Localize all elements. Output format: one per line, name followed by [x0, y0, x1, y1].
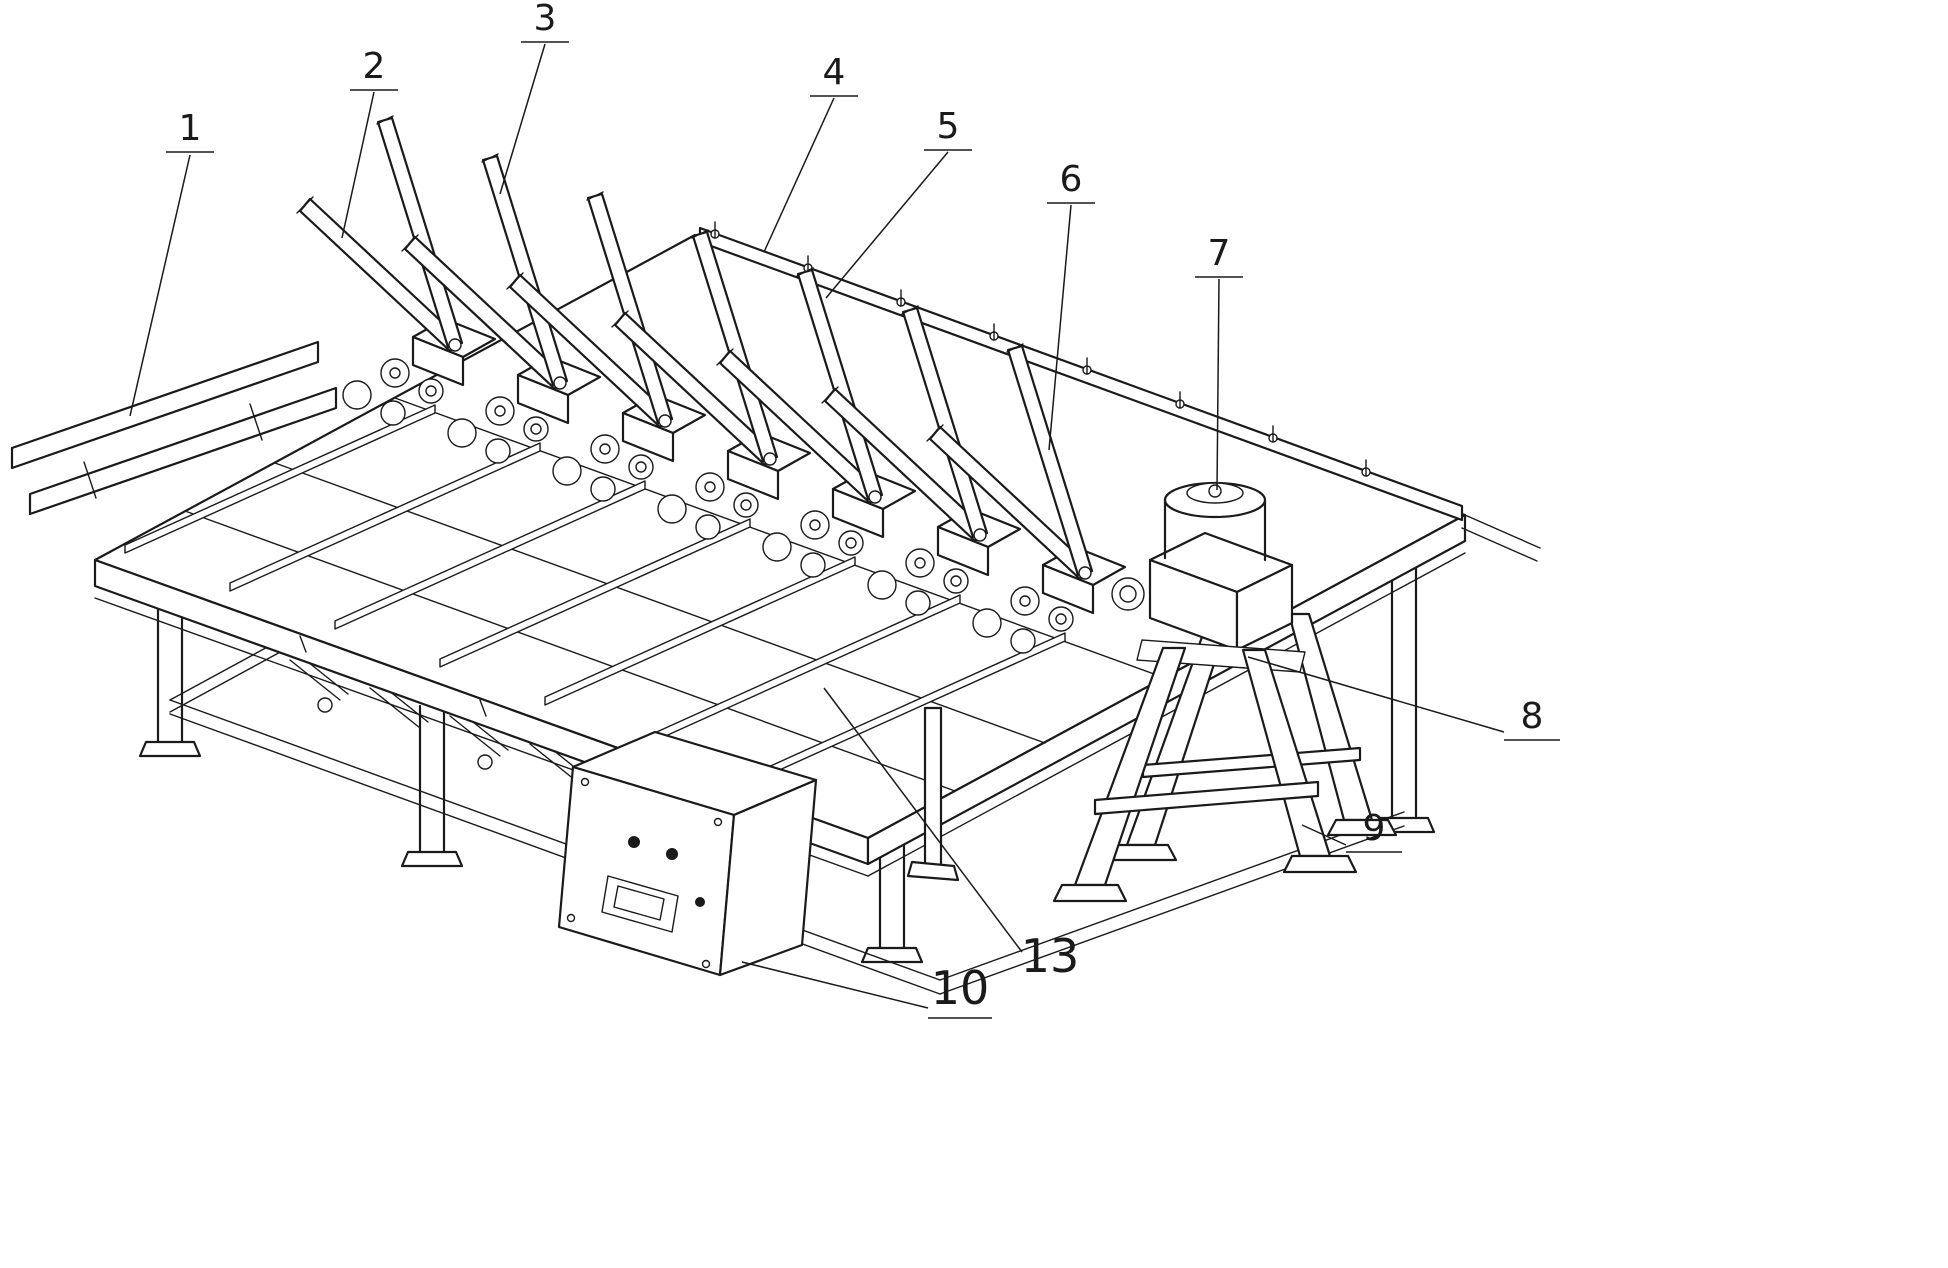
callout-7: 7 — [1195, 233, 1243, 491]
leader-line — [741, 961, 929, 1009]
support-post — [906, 706, 960, 882]
callout-label: 10 — [931, 961, 990, 1015]
table-leg-front-mid — [860, 828, 924, 964]
leader-line — [1216, 278, 1220, 491]
leader-line — [341, 91, 375, 239]
stand-front-frame — [1052, 646, 1358, 903]
leader-line — [1247, 656, 1505, 733]
callout-9: 9 — [1301, 808, 1402, 853]
callout-label: 1 — [179, 108, 202, 149]
coupling-disc — [1111, 577, 1145, 611]
table-leg-front-left — [400, 704, 464, 868]
leader-line — [1048, 204, 1072, 451]
control-box-side — [718, 778, 818, 977]
table-leg-right — [1372, 546, 1436, 834]
callout-5: 5 — [825, 106, 972, 299]
callout-label: 8 — [1521, 696, 1544, 737]
infeed-rails — [10, 340, 338, 516]
indicator-light — [628, 836, 640, 848]
leader-line — [1301, 824, 1347, 846]
leader-line — [129, 154, 191, 417]
stand-rear-frame — [1106, 610, 1398, 862]
callout-2: 2 — [341, 46, 398, 239]
callout-1: 1 — [129, 108, 214, 417]
leader-line — [499, 43, 546, 195]
control-box — [557, 730, 818, 977]
callout-label: 9 — [1363, 808, 1386, 849]
callout-label: 2 — [363, 46, 386, 87]
leader-line — [825, 151, 949, 299]
indicator-light — [666, 848, 678, 860]
callout-label: 6 — [1060, 159, 1083, 200]
callout-label: 13 — [1021, 929, 1080, 983]
leader-line — [763, 97, 835, 253]
callout-13: 13 — [823, 687, 1080, 983]
callout-4: 4 — [763, 52, 858, 253]
callout-label: 4 — [823, 52, 846, 93]
callout-label: 3 — [534, 0, 557, 39]
callout-label: 7 — [1208, 233, 1231, 274]
leader-line — [823, 687, 1023, 953]
callout-label: 5 — [937, 106, 960, 147]
callout-3: 3 — [499, 0, 569, 195]
panel-button — [695, 897, 705, 907]
callout-10: 10 — [741, 961, 992, 1019]
callouts: 1 2 3 4 5 6 7 — [129, 0, 1560, 1019]
callout-8: 8 — [1247, 656, 1560, 741]
callout-6: 6 — [1047, 159, 1095, 451]
